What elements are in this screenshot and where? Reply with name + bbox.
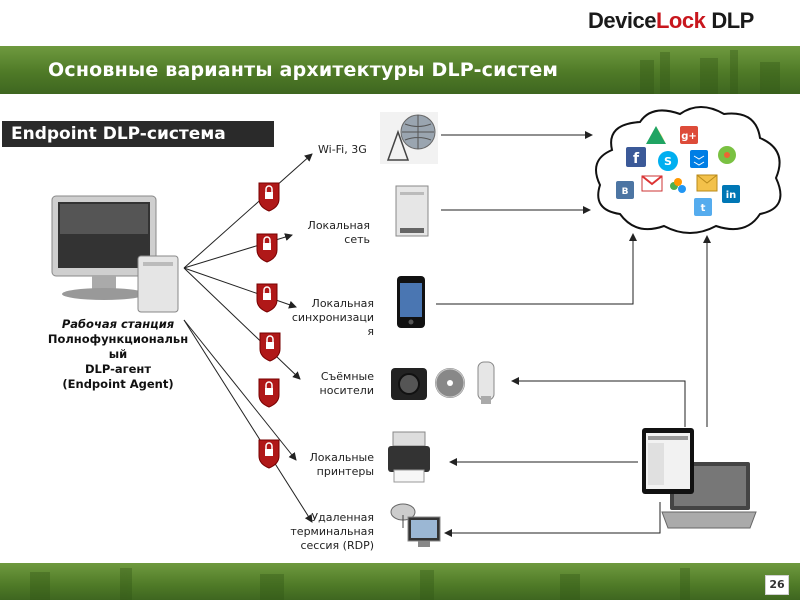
svg-text:in: in [726,190,737,201]
vk-icon: B [616,181,634,199]
lock-icon [259,332,281,362]
server-icon [395,185,429,237]
lock-icon [256,283,278,313]
cloud-icon [595,106,782,234]
workstation-line2: Полнофункциональн [47,332,189,346]
google-plus-icon: g+ [680,126,698,144]
channel-label-sync: Локальная синхронизаци я [284,297,374,339]
dropbox-icon [690,150,708,168]
svg-text:g+: g+ [681,131,697,142]
lock-icon [258,378,280,408]
workstation-line4: DLP-агент [84,362,152,376]
channel-label-line: я [367,325,374,338]
logo-text-dlp: DLP [711,8,754,33]
footer-bar [0,563,800,600]
channel-label-removable: Съёмные носители [300,370,374,398]
channel-label-line: Локальная [311,297,374,310]
twitter-icon: t [694,198,712,216]
printer-icon [388,431,430,483]
workstation-line5: (Endpoint Agent) [62,377,174,391]
removable-media-icon [391,361,495,404]
channel-label-line: Съёмные [320,370,374,383]
facebook-icon: f [626,147,646,167]
banner-skyline [640,50,780,94]
page-number: 26 [765,575,789,595]
rdp-terminal-icon [390,503,441,547]
channel-label-line: Удаленная [311,511,374,524]
channel-label-line: Локальные [309,451,374,464]
wifi-globe-icon [380,112,438,164]
workstation-line1: Рабочая станция [61,317,175,331]
logo-text-lock: Lock [655,8,706,33]
tablet-laptop-icon [642,428,757,529]
lock-icon [258,439,280,469]
workstation-label: Рабочая станция Полнофункциональн ый DLP… [30,317,206,392]
google-drive-icon [646,126,666,144]
footer-skyline [30,568,690,600]
workstation-icon [51,195,179,313]
channel-label-line: сеть [344,233,370,246]
lock-icon [256,233,278,263]
channel-label-printers: Локальные принтеры [296,451,374,479]
channel-label-rdp: Удаленная терминальная сессия (RDP) [276,511,374,553]
channel-label-line: принтеры [316,465,374,478]
svg-text:B: B [622,187,629,197]
skype-icon: S [658,151,678,171]
title-banner [0,46,800,94]
logo-text-device: Device [588,8,656,33]
smartphone-icon [397,276,425,328]
channel-label-line: синхронизаци [291,311,374,324]
svg-text:f: f [633,151,640,167]
channel-label-line: терминальная [290,525,374,538]
channel-label-line: сессия (RDP) [300,539,374,552]
channel-label-lan: Локальная сеть [296,219,370,247]
svg-text:S: S [664,155,672,168]
linkedin-icon: in [722,185,740,203]
workstation-line3: ый [108,347,128,361]
channel-label-line: Локальная [307,219,370,232]
lock-icon [258,182,280,212]
section-title: Endpoint DLP-система [2,121,274,147]
page-title: Основные варианты архитектуры DLP-систем [48,59,559,81]
icq-icon [718,146,736,164]
cloud-service-icons: g+ f S B in t [616,126,740,216]
gmail-icon [641,175,663,192]
channel-label-wifi: Wi-Fi, 3G [318,143,367,157]
lock-icons [256,182,281,469]
svg-text:t: t [701,203,706,214]
msn-icon [670,178,686,193]
channel-label-line: Wi-Fi, 3G [318,143,367,156]
mail-icon [696,174,718,192]
channel-label-line: носители [319,384,374,397]
cloud-connectors [436,131,711,537]
channel-connectors [183,153,313,523]
